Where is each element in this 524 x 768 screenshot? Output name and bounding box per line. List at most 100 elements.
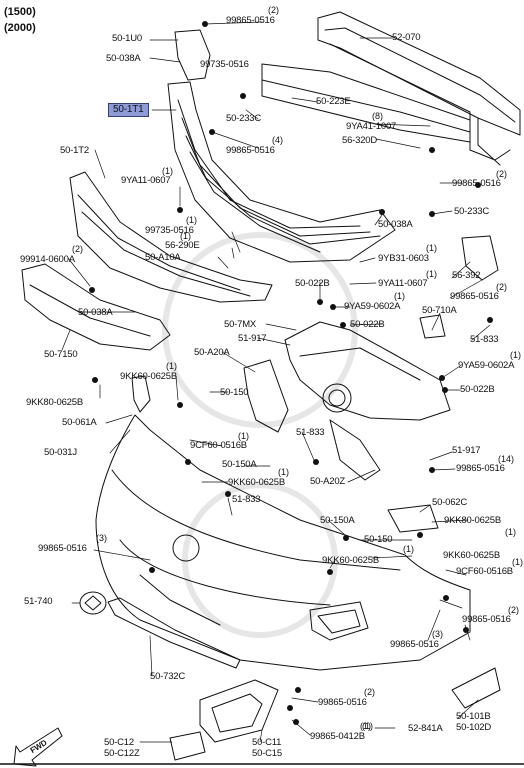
part-label-9ya11-0607[interactable]: 9YA11-0607 [378,278,428,289]
part-label-56-290e[interactable]: 56-290E [165,240,200,251]
model-variant-1500: (1500) [4,6,36,18]
part-label-99865-0516[interactable]: 99865-0516 [452,178,501,189]
part-label-9ya59-0602a[interactable]: 9YA59-0602A [458,360,515,371]
part-label-51-833[interactable]: 51-833 [232,494,261,505]
part-label-99865-0516[interactable]: 99865-0516 [456,463,505,474]
part-label-50-a20a[interactable]: 50-A20A [194,347,230,358]
part-label-99735-0516[interactable]: 99735-0516 [200,59,249,70]
part-label-50-223e[interactable]: 50-223E [316,96,351,107]
qty-label: (1) [186,215,197,225]
part-label-9ya11-0607[interactable]: 9YA11-0607 [121,175,171,186]
grille-bracket-left [174,29,211,81]
part-label-99865-0516[interactable]: 99865-0516 [38,543,87,554]
part-label-99865-0516[interactable]: 99865-0516 [226,145,275,156]
center-bracket-frame [284,314,451,481]
fog-cover-small [169,731,206,761]
part-label-9kk80-0625b[interactable]: 9KK80-0625B [444,515,501,526]
part-label-50-022b[interactable]: 50-022B [350,319,385,330]
part-label-50-7mx[interactable]: 50-7MX [224,319,257,330]
part-label-50-031j[interactable]: 50-031J [44,447,77,458]
part-label-50-150a[interactable]: 50-150A [222,459,257,470]
part-label-99865-0516[interactable]: 99865-0516 [450,291,499,302]
part-label-50-102d[interactable]: 50-102D [456,722,492,733]
part-label-50-233c[interactable]: 50-233C [454,206,490,217]
part-label-9ya41-1007[interactable]: 9YA41-1007 [346,121,397,132]
part-label-9cf60-0516b[interactable]: 9CF60-0516B [190,440,247,451]
qty-label: (1) [238,431,249,441]
part-label-50-c12[interactable]: 50-C12 [104,737,134,748]
part-label-99865-0516[interactable]: 99865-0516 [390,639,439,650]
part-label-50-150a[interactable]: 50-150A [320,515,355,526]
qty-label: (1) [278,467,289,477]
part-label-9kk60-0625b[interactable]: 9KK60-0625B [443,550,500,561]
bracket-56-392 [461,235,499,281]
part-label-50-062c[interactable]: 50-062C [432,497,468,508]
part-label-50-101b[interactable]: 50-101B [456,711,491,722]
part-label-50-038a[interactable]: 50-038A [78,307,113,318]
part-label-99865-0516[interactable]: 99865-0516 [226,15,275,26]
part-label-50-038a[interactable]: 50-038A [106,53,141,64]
part-label-50-c15[interactable]: 50-C15 [252,748,282,759]
part-label-99865-0516[interactable]: 99865-0516 [462,614,511,625]
part-label-50-c11[interactable]: 50-C11 [252,737,282,748]
front-emblem [79,591,107,615]
part-label-56-320d[interactable]: 56-320D [342,135,378,146]
part-label-52-070[interactable]: 52-070 [392,32,421,43]
part-label-50-710a[interactable]: 50-710A [422,305,457,316]
part-label-50-1u0[interactable]: 50-1U0 [112,33,142,44]
part-label-56-392[interactable]: 56-392 [452,270,481,281]
part-label-99914-0600a[interactable]: 99914-0600A [20,254,75,265]
part-label-9kk60-0625b[interactable]: 9KK60-0625B [228,477,285,488]
qty-label: (1) [180,231,191,241]
part-label-50-1t2[interactable]: 50-1T2 [60,145,89,156]
qty-label: (1) [362,721,373,731]
part-label-50-038a[interactable]: 50-038A [378,219,413,230]
part-label-99735-0516[interactable]: 99735-0516 [145,225,194,236]
part-label-9kk60-0625b[interactable]: 9KK60-0625B [322,555,379,566]
qty-label: (1) [512,557,523,567]
part-label-51-833[interactable]: 51-833 [470,334,499,345]
part-label-50-a10a[interactable]: 50-A10A [145,252,181,263]
qty-label: (3) [432,629,443,639]
part-label-50-7150[interactable]: 50-7150 [44,349,78,360]
part-label-51-917[interactable]: 51-917 [238,333,267,344]
qty-label: (1) [426,269,437,279]
part-label-9kk80-0625b[interactable]: 9KK80-0625B [26,397,83,408]
part-label-50-c12z[interactable]: 50-C12Z [104,748,140,759]
part-label-50-150[interactable]: 50-150 [364,534,393,545]
part-label-9ya59-0602a[interactable]: 9YA59-0602A [344,301,401,312]
part-label-50-150[interactable]: 50-150 [220,387,249,398]
part-label-50-022b[interactable]: 50-022B [460,384,495,395]
part-label-99865-0516[interactable]: 99865-0516 [318,697,367,708]
side-bracket-left [243,359,289,433]
fastener-dots [89,21,493,725]
part-label-50-061a[interactable]: 50-061A [62,417,97,428]
qty-label: (2) [496,169,507,179]
part-label-50-022b[interactable]: 50-022B [295,278,330,289]
part-label-50-233c[interactable]: 50-233C [226,113,262,124]
qty-label: (1) [505,527,516,537]
bumper-fascia [95,414,471,671]
fwd-arrow-shape [13,727,63,767]
part-label-9cf60-0516b[interactable]: 9CF60-0516B [456,566,513,577]
leader-lines [61,21,491,743]
part-label-51-833[interactable]: 51-833 [296,427,325,438]
watermark-emblem [162,232,358,638]
part-label-9kk60-0625b[interactable]: 9KK60-0625B [120,371,177,382]
part-label-99865-0412b[interactable]: 99865-0412B [310,731,365,742]
part-label-52-841a[interactable]: 52-841A [408,723,443,734]
qty-label: (1) [394,291,405,301]
part-label-50-732c[interactable]: 50-732C [150,671,186,682]
qty-label: (2) [364,687,375,697]
part-label-9yb31-0603[interactable]: 9YB31-0603 [378,253,429,264]
part-label-51-917[interactable]: 51-917 [452,445,481,456]
part-label-50-a20z[interactable]: 50-A20Z [310,476,346,487]
lower-grille [69,171,273,303]
qty-label: (4) [272,135,283,145]
part-label-51-740[interactable]: 51-740 [24,596,53,607]
part-label-50-1t1-highlighted[interactable]: 50-1T1 [108,103,149,117]
qty-label: (1) [426,243,437,253]
qty-label: (3) [96,533,107,543]
